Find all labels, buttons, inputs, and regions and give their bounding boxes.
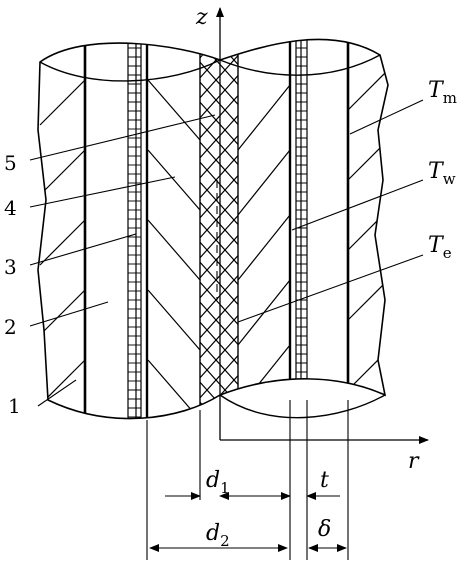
layer-4-left-hatch <box>147 79 201 419</box>
layer-label-1: 1 <box>8 394 21 418</box>
bottom-section-curve <box>219 394 386 419</box>
layer-label-4: 4 <box>4 196 17 220</box>
d1-label: d1 <box>206 468 230 497</box>
delta-label: δ <box>318 517 331 542</box>
temperature-label-w: Tw <box>428 159 456 188</box>
layer-leader-lines <box>29 114 216 407</box>
layer-3-left-cladding <box>127 40 149 419</box>
layer-label-2: 2 <box>4 315 17 339</box>
layer-label-3: 3 <box>4 255 17 279</box>
temperature-leader-lines <box>237 99 424 323</box>
t-label: t <box>320 468 329 493</box>
z-axis-label: z <box>195 5 208 30</box>
layer-1-left-hatch <box>39 79 86 406</box>
temperature-label-e: Te <box>428 233 452 262</box>
layer-3-right-cladding <box>288 40 308 419</box>
r-axis-label: r <box>408 449 420 474</box>
layer-label-5: 5 <box>4 151 17 175</box>
temperature-label-m: Tm <box>428 78 457 107</box>
dimension-extension-lines <box>146 400 349 560</box>
d2-label: d2 <box>206 521 230 550</box>
layer-5-fuel-core <box>200 40 238 419</box>
